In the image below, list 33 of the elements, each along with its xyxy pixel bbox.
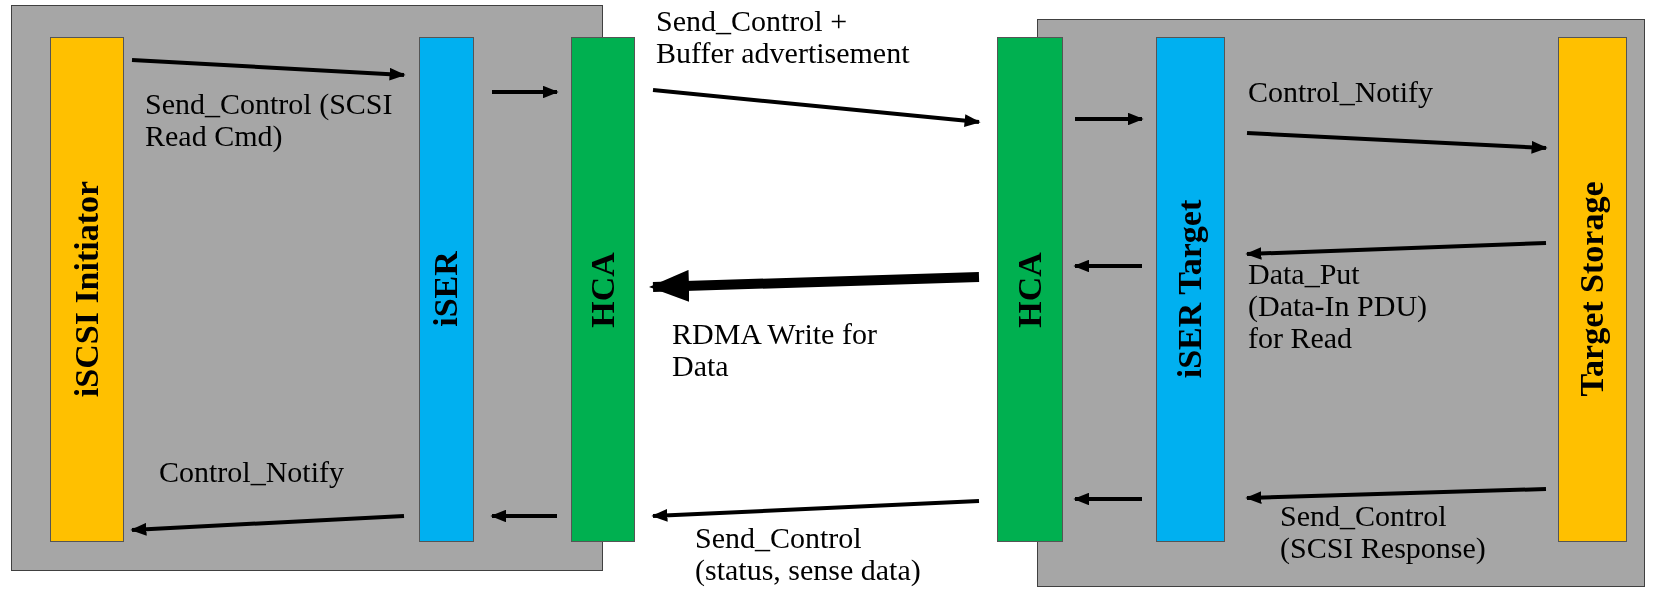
layer-label: Target Storage: [1573, 181, 1611, 397]
arrow: [1245, 241, 1547, 260]
edge-label: Control_Notify: [159, 456, 344, 489]
layer-label: HCA: [1011, 251, 1049, 328]
edge-label: Send_Control (SCSI Read Cmd): [145, 88, 393, 153]
arrow: [1073, 259, 1142, 273]
layer-bar: [1557, 36, 1627, 542]
arrow: [1246, 131, 1548, 154]
edge-label: Send_Control + Buffer advertisement: [656, 5, 910, 70]
arrow: [130, 514, 405, 536]
layer-label: iSER Target: [1171, 199, 1209, 379]
arrow: [652, 88, 981, 127]
arrow: [1075, 112, 1144, 126]
arrow: [649, 269, 980, 302]
edge-label: Data_Put (Data-In PDU) for Read: [1248, 258, 1428, 355]
arrow: [651, 499, 980, 522]
layer-bar: [997, 37, 1063, 542]
layer-bar: [571, 37, 635, 542]
edge-label: Control_Notify: [1248, 76, 1433, 109]
edge-label: Send_Control (status, sense data): [695, 522, 921, 587]
edge-label: RDMA Write for Data: [672, 318, 877, 383]
layer-bar: [49, 36, 124, 542]
layer-bar: [1155, 36, 1225, 542]
arrow: [131, 58, 406, 81]
arrow: [1073, 492, 1142, 506]
arrow: [492, 85, 559, 99]
layer-label: iSCSI Initiator: [67, 180, 106, 398]
arrow: [490, 509, 557, 523]
layer-bar: [418, 36, 474, 542]
layer-label: iSER: [427, 251, 465, 327]
layer-label: HCA: [584, 251, 622, 328]
arrow: [1245, 487, 1547, 504]
edge-label: Send_Control (SCSI Response): [1280, 500, 1486, 565]
